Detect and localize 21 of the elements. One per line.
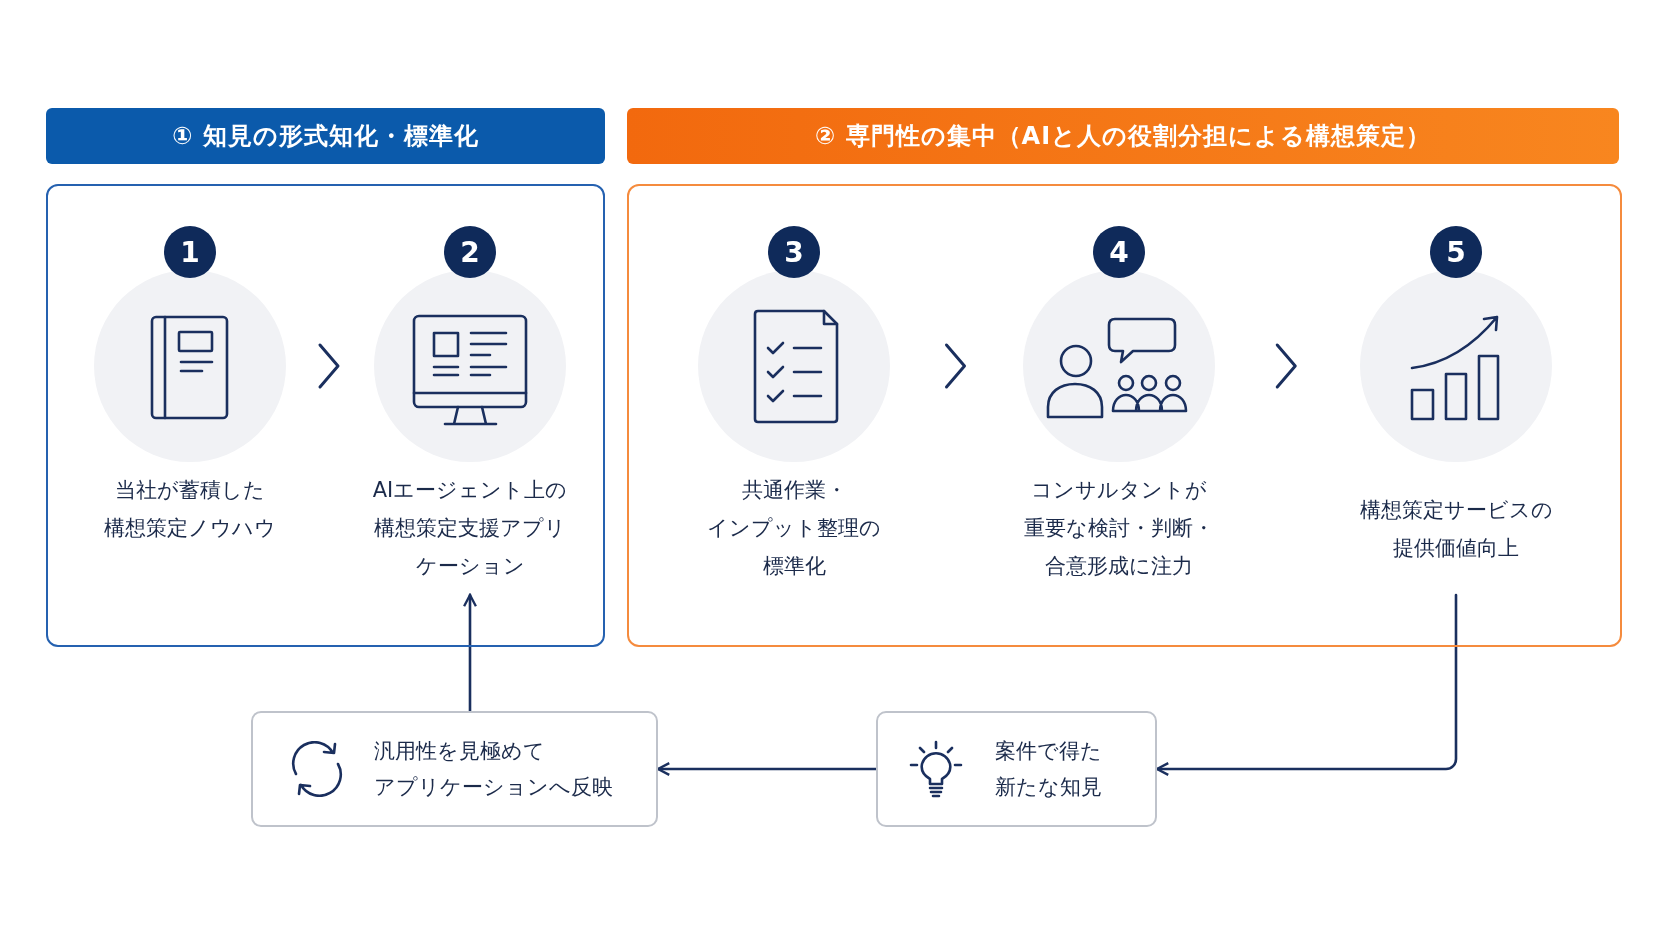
- section-header-band: ② 専門性の集中（AIと人の役割分担による構想策定）: [627, 108, 1619, 164]
- step-number-badge: 3: [768, 226, 820, 278]
- step-number-badge: 4: [1093, 226, 1145, 278]
- process-card: [876, 711, 1157, 827]
- step-number-badge: 2: [444, 226, 496, 278]
- step-description: AIエージェント上の構想策定支援アプリケーション: [371, 477, 569, 580]
- arrow: [462, 593, 478, 713]
- step-number-badge: 5: [1430, 226, 1482, 278]
- step-description: 当社が蓄積した構想策定ノウハウ: [103, 477, 277, 542]
- section-panel: [627, 184, 1622, 647]
- step-number-badge: 1: [164, 226, 216, 278]
- card-text: 汎用性を見極めてアプリケーションへ反映: [374, 738, 614, 801]
- process-card: [251, 711, 658, 827]
- arrow: [1155, 593, 1458, 777]
- step-description: 構想策定サービスの提供価値向上: [1358, 497, 1554, 562]
- step-description: 共通作業・インプット整理の標準化: [706, 477, 882, 580]
- arrow: [656, 761, 878, 777]
- section-header-band: ① 知見の形式知化・標準化: [46, 108, 605, 164]
- step-description: コンサルタントが重要な検討・判断・合意形成に注力: [1023, 477, 1215, 580]
- card-text: 案件で得た新たな知見: [995, 738, 1103, 801]
- section-panel: [46, 184, 605, 647]
